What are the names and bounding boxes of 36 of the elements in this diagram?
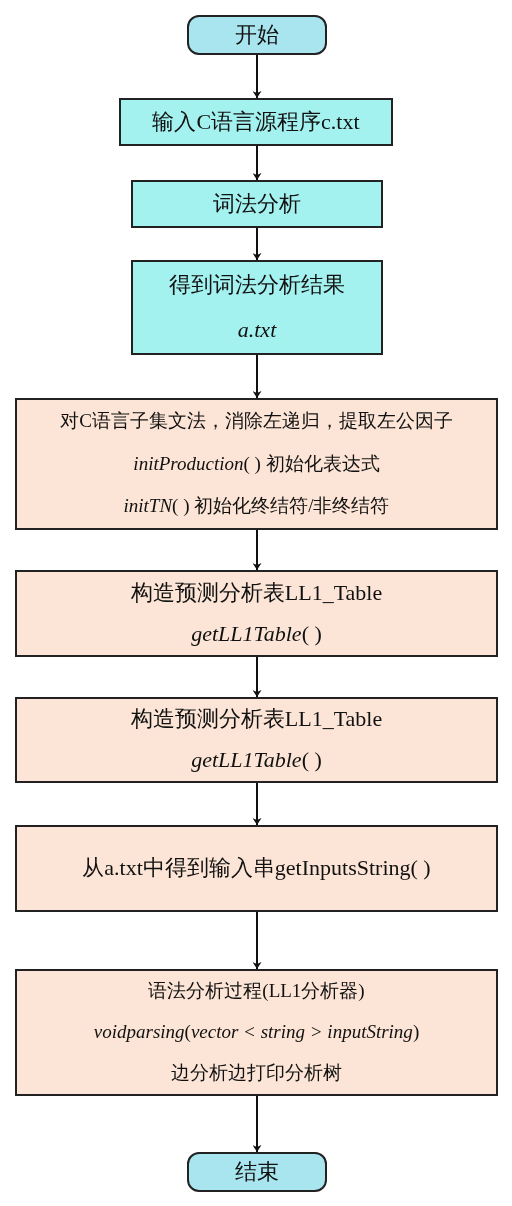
box-text: 构造预测分析表LL1_Table	[130, 580, 383, 605]
box-text: 得到词法分析结果	[169, 272, 345, 297]
box-text: 边分析边打印分析树	[171, 1063, 342, 1084]
box-text: 结束	[235, 1159, 279, 1185]
box-text: 输入C语言源程序c.txt	[152, 109, 360, 135]
box-text: voidparsing(vector < string > inputString)	[93, 1022, 420, 1043]
process-box	[15, 697, 498, 783]
arrow	[253, 54, 261, 99]
box-text: getLL1Table( )	[191, 622, 322, 647]
terminal-box	[187, 15, 327, 55]
process-box	[131, 260, 383, 355]
arrow	[253, 529, 261, 571]
arrow	[253, 145, 261, 181]
box-text: initTN( ) 初始化终结符/非终结符	[123, 496, 390, 518]
process-box	[131, 180, 383, 228]
arrow	[253, 656, 261, 698]
box-text: 构造预测分析表LL1_Table	[130, 707, 383, 732]
box-text: a.txt	[237, 318, 277, 343]
box-text: getLL1Table( )	[191, 748, 322, 773]
arrow	[253, 1095, 261, 1153]
box-text: 开始	[235, 22, 279, 48]
process-box	[15, 398, 498, 530]
box-text: 对C语言子集文法，消除左递归，提取左公因子	[60, 410, 453, 432]
arrow	[253, 911, 261, 970]
arrow	[253, 782, 261, 826]
box-text: initProduction( ) 初始化表达式	[133, 453, 380, 475]
arrow	[253, 227, 261, 261]
process-box	[15, 570, 498, 657]
process-box	[15, 825, 498, 912]
process-box	[15, 969, 498, 1096]
box-text: 语法分析过程(LL1分析器)	[148, 981, 365, 1002]
arrow	[253, 354, 261, 399]
box-text: 词法分析	[213, 191, 301, 217]
process-box	[119, 98, 393, 146]
terminal-box	[187, 1152, 327, 1192]
box-text: 从a.txt中得到输入串getInputsString( )	[82, 856, 431, 881]
